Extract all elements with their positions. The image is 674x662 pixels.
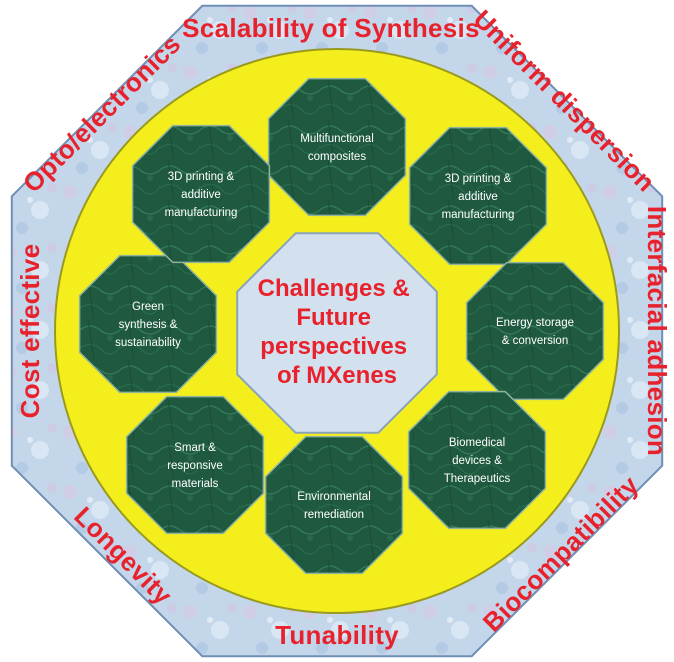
node-right: Energy storage& conversion (465, 261, 605, 401)
node-octagon (465, 261, 605, 401)
node-octagon (408, 126, 548, 266)
label-tunability: Tunability (275, 620, 399, 650)
node-octagon (407, 390, 547, 530)
center-title: Challenges & Future perspectives of MXen… (258, 275, 417, 389)
center-octagon (236, 232, 438, 434)
node-octagon (125, 395, 265, 535)
node-octagon (131, 124, 271, 264)
label-interfacial-adhesion: Interfacial adhesion (642, 206, 672, 456)
label-scalability: Scalability of Synthesis (182, 13, 480, 43)
label-cost-effective: Cost effective (15, 244, 45, 419)
node-octagon (78, 254, 218, 394)
node-octagon (267, 77, 407, 217)
node-label: Energy storage& conversion (496, 317, 574, 347)
node-octagon (264, 435, 404, 575)
